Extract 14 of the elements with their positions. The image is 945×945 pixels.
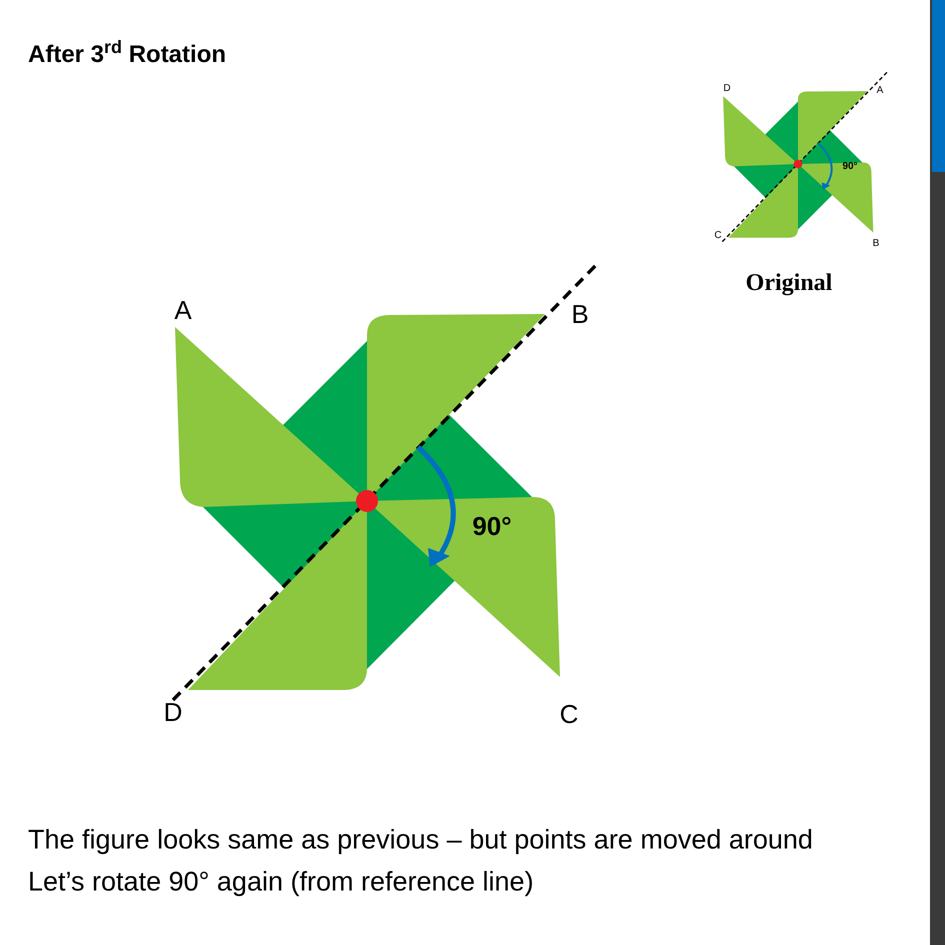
- note-text: Let’s rotate 90° again (from reference line): [28, 868, 534, 896]
- point-label: A: [174, 297, 192, 323]
- point-label: A: [876, 86, 884, 96]
- figure-caption: Original: [746, 271, 832, 295]
- point-label: C: [714, 231, 722, 241]
- note-text: The figure looks same as previous – but points are moved around: [28, 826, 813, 854]
- point-label: B: [571, 301, 589, 327]
- angle-label: 90°: [842, 162, 858, 172]
- angle-label: 90°: [472, 513, 512, 539]
- point-label: D: [723, 84, 731, 94]
- title: After 3$^{rd}$ Rotation: [28, 40, 226, 70]
- point-label: D: [164, 699, 182, 725]
- point-label: B: [872, 239, 880, 249]
- point-label: C: [560, 701, 578, 727]
